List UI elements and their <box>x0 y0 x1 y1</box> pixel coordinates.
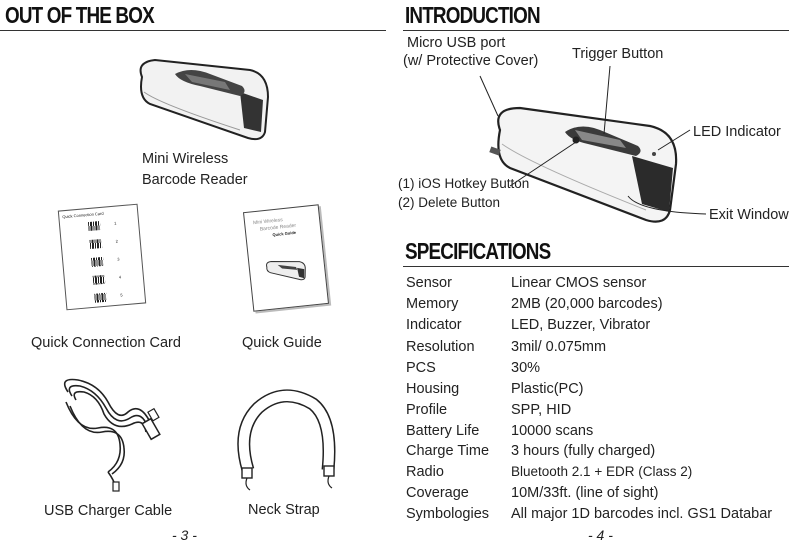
spec-label: Charge Time <box>406 443 490 459</box>
spec-label: Housing <box>406 381 460 397</box>
spec-label: Indicator <box>406 317 462 333</box>
page-number-right: - 4 - <box>588 527 613 543</box>
callout-delete-button: (2) Delete Button <box>398 195 501 210</box>
spec-label: PCS <box>406 360 436 376</box>
spec-value: Plastic(PC) <box>511 381 584 397</box>
spec-value: 10000 scans <box>511 423 594 439</box>
spec-value: 10M/33ft. (line of sight) <box>511 485 659 501</box>
usb-cable-illustration <box>63 378 161 492</box>
introduction-heading: INTRODUCTION <box>405 2 541 28</box>
callout-micro-usb-line2: (w/ Protective Cover) <box>403 53 539 69</box>
spec-label: Symbologies <box>406 506 490 522</box>
reader-caption-line1: Mini Wireless <box>142 151 229 167</box>
left-heading-rule <box>0 30 386 31</box>
callout-ios-hotkey: (1) iOS Hotkey Button <box>398 176 530 191</box>
spec-value: Linear CMOS sensor <box>511 275 647 291</box>
spec-label: Memory <box>406 296 459 312</box>
spec-value: 30% <box>511 360 541 376</box>
callout-micro-usb-line1: Micro USB port <box>407 35 506 51</box>
callout-exit-window: Exit Window <box>709 207 789 223</box>
quick-guide-caption: Quick Guide <box>242 335 322 351</box>
page-number-left: - 3 - <box>172 527 197 543</box>
callout-trigger-button: Trigger Button <box>572 46 664 62</box>
spec-value: SPP, HID <box>511 402 572 418</box>
out-of-the-box-heading: OUT OF THE BOX <box>5 2 155 28</box>
spec-label: Battery Life <box>406 423 480 439</box>
neck-strap-caption: Neck Strap <box>248 502 320 518</box>
specifications-heading: SPECIFICATIONS <box>405 238 551 264</box>
spec-value: All major 1D barcodes incl. GS1 Databar <box>511 506 773 522</box>
scanner-diagram <box>489 106 678 223</box>
usb-cable-caption: USB Charger Cable <box>44 503 173 519</box>
quick-guide-booklet: Mini Wireless Barcode Reader Quick Guide <box>242 204 330 312</box>
spec-label: Resolution <box>406 339 475 355</box>
guide-cover-scanner-image <box>266 261 306 281</box>
reader-caption-line2: Barcode Reader <box>142 172 248 188</box>
quick-connection-card-caption: Quick Connection Card <box>31 335 181 351</box>
spec-label: Profile <box>406 402 448 418</box>
spec-label: Coverage <box>406 485 469 501</box>
spec-value: 3mil/ 0.075mm <box>511 339 607 355</box>
spec-value: 2MB (20,000 barcodes) <box>511 296 663 312</box>
spec-value: LED, Buzzer, Vibrator <box>511 317 651 333</box>
spec-value: Bluetooth 2.1 + EDR (Class 2) <box>511 464 693 479</box>
neck-strap-illustration <box>237 389 336 491</box>
spec-label: Radio <box>406 464 444 480</box>
specifications-heading-rule <box>403 266 789 267</box>
scanner-illustration <box>139 58 270 141</box>
callout-led-indicator: LED Indicator <box>693 124 781 140</box>
spec-value: 3 hours (fully charged) <box>511 443 656 459</box>
spec-label: Sensor <box>406 275 452 291</box>
introduction-heading-rule <box>403 30 789 31</box>
